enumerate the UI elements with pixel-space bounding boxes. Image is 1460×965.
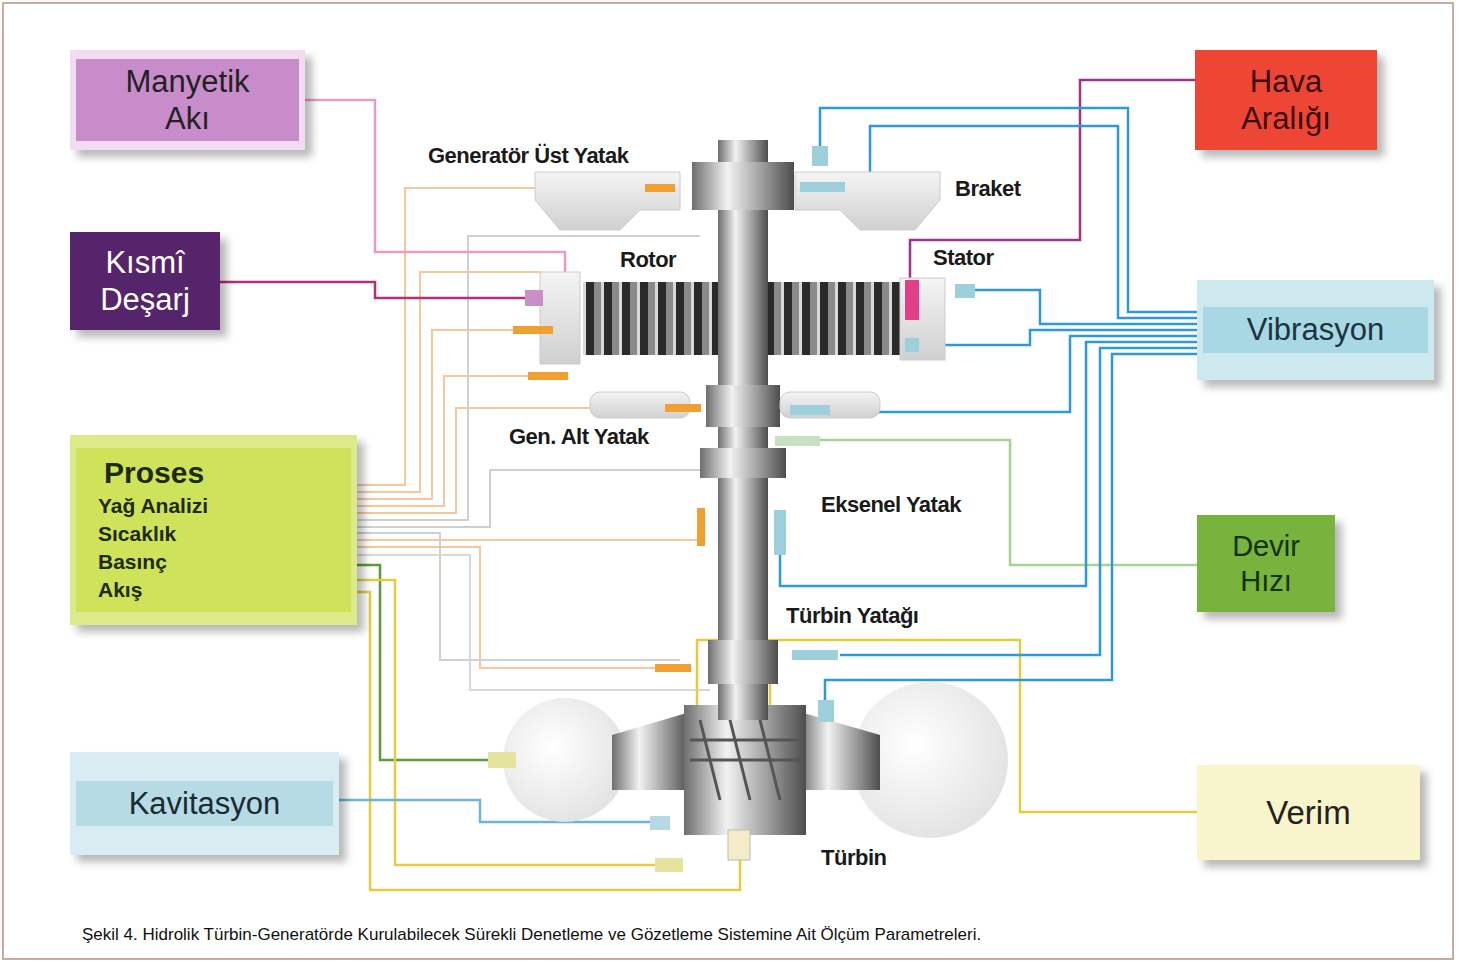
box-label: Hava Aralığı	[1201, 63, 1371, 137]
box-item: Sıcaklık	[98, 520, 337, 548]
parameter-box: Vibrasyon	[1197, 280, 1434, 380]
parameter-box: Manyetik Akı	[70, 50, 305, 150]
box-label: Verim	[1266, 793, 1350, 833]
box-item: Basınç	[98, 548, 337, 576]
box-label: Manyetik Akı	[76, 59, 299, 141]
parameter-box: Devir Hızı	[1197, 515, 1335, 612]
part-label: Türbin Yatağı	[783, 603, 921, 629]
part-label: Rotor	[617, 247, 679, 273]
figure-caption: Şekil 4. Hidrolik Türbin-Generatörde Kur…	[82, 925, 981, 945]
box-label: Devir Hızı	[1203, 529, 1329, 599]
box-label: Vibrasyon	[1203, 307, 1428, 352]
box-label: Kavitasyon	[76, 781, 333, 826]
box-item: Yağ Analizi	[98, 492, 337, 520]
part-label: Generatör Üst Yatak	[425, 143, 631, 169]
box-item: Akış	[98, 576, 337, 604]
parameter-box: Kısmî Deşarj	[70, 232, 220, 330]
part-label: Braket	[952, 176, 1023, 202]
part-label: Stator	[930, 245, 997, 271]
part-label: Türbin	[818, 845, 889, 871]
box-heading: Proses	[104, 454, 337, 492]
box-label: Kısmî Deşarj	[76, 244, 214, 318]
parameter-box: Verim	[1197, 765, 1420, 860]
text-panel: ProsesYağ AnaliziSıcaklıkBasınçAkış	[76, 448, 351, 612]
part-label: Gen. Alt Yatak	[506, 424, 652, 450]
part-label: Eksenel Yatak	[818, 492, 964, 518]
parameter-box: Kavitasyon	[70, 752, 339, 855]
parameter-box: Hava Aralığı	[1195, 50, 1377, 150]
parameter-box: ProsesYağ AnaliziSıcaklıkBasınçAkış	[70, 435, 357, 625]
